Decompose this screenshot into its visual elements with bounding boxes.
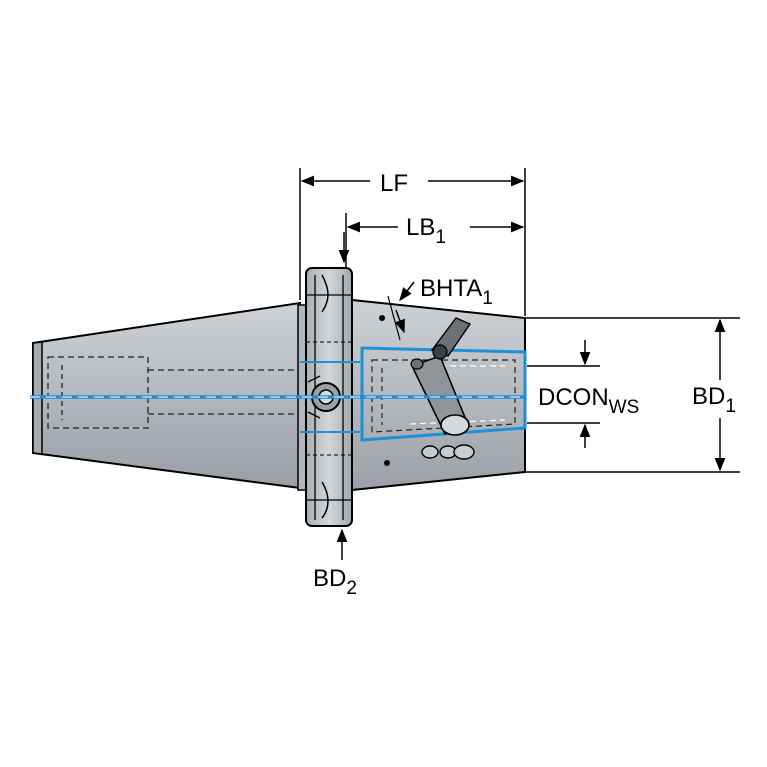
label-bhta1: BHTA1 [420,275,493,309]
dimension-lb1: LB1 [338,213,525,268]
dimension-lf: LF [299,168,526,316]
coolant-channel [30,361,527,433]
dimension-bhta1: BHTA1 [387,275,493,341]
label-lb1: LB1 [406,214,446,248]
label-dcon-ws: DCONWS [538,384,639,418]
front-body [351,298,527,492]
retention-knob-icon [410,354,470,436]
label-bd2: BD2 [313,565,357,599]
dimension-dcon-ws: DCONWS [527,340,639,448]
label-bd1: BD1 [692,383,736,417]
dimension-bd2: BD2 [313,528,357,599]
label-lf: LF [380,170,408,197]
dimension-bd1: BD1 [525,317,740,473]
